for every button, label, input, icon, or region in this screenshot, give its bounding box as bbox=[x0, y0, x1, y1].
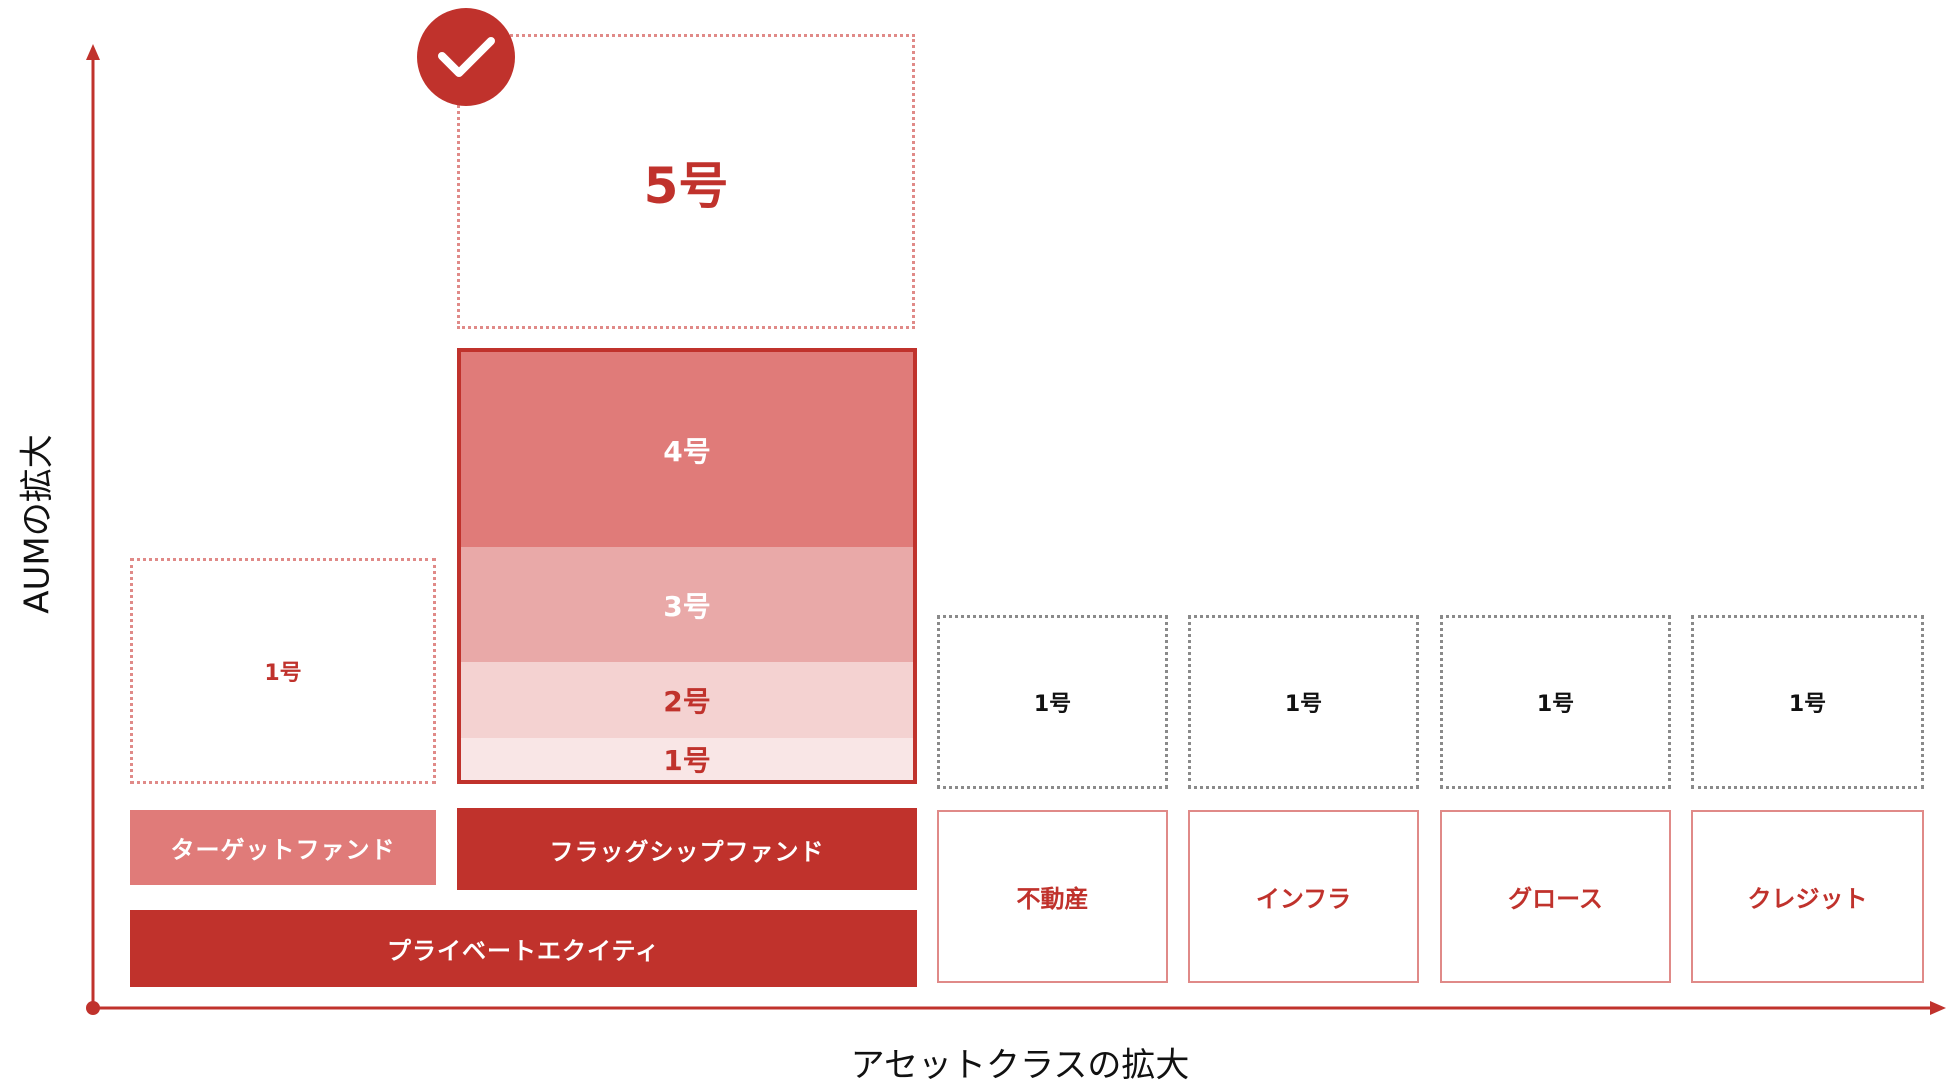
x-axis-arrow-icon bbox=[1930, 1001, 1946, 1015]
flagship-fund-4-label: 4号 bbox=[663, 434, 711, 468]
credit-label: クレジット bbox=[1747, 885, 1868, 913]
target-fund-1-box: 1号 bbox=[130, 558, 436, 784]
flagship-fund-stack: 4号 3号 2号 1号 bbox=[457, 348, 917, 784]
growth-fund-1-box: 1号 bbox=[1440, 615, 1671, 789]
flagship-fund-2-label: 2号 bbox=[663, 685, 711, 718]
flagship-fund-label: フラッグシップファンド bbox=[549, 837, 825, 866]
infrastructure-label: インフラ bbox=[1255, 885, 1352, 913]
target-fund-label: ターゲットファンド bbox=[170, 836, 396, 864]
axis-origin-dot bbox=[86, 1001, 100, 1015]
growth-fund-1-label: 1号 bbox=[1536, 692, 1575, 717]
infrastructure-fund-1-label: 1号 bbox=[1284, 692, 1323, 717]
real-estate-label: 不動産 bbox=[1016, 885, 1089, 913]
growth-label: グロース bbox=[1508, 885, 1603, 913]
private-equity-label-box: プライベートエクイティ bbox=[130, 910, 917, 987]
infrastructure-fund-1-box: 1号 bbox=[1188, 615, 1419, 789]
flagship-fund-3-label: 3号 bbox=[663, 589, 711, 623]
flagship-fund-5-box: 5号 bbox=[457, 34, 915, 329]
check-icon bbox=[438, 37, 495, 77]
flagship-fund-3-block: 3号 bbox=[461, 547, 913, 662]
flagship-fund-4-block: 4号 bbox=[461, 352, 913, 547]
growth-label-box: グロース bbox=[1440, 810, 1671, 983]
real-estate-label-box: 不動産 bbox=[937, 810, 1168, 983]
x-axis-label: アセットクラスの拡大 bbox=[850, 1045, 1190, 1086]
target-fund-1-label: 1号 bbox=[264, 661, 302, 686]
flagship-fund-2-block: 2号 bbox=[461, 662, 913, 738]
real-estate-fund-1-box: 1号 bbox=[937, 615, 1168, 789]
y-axis-label: AUMの拡大 bbox=[17, 434, 58, 614]
target-fund-label-box: ターゲットファンド bbox=[130, 810, 436, 885]
y-axis-arrow-icon bbox=[86, 44, 100, 60]
credit-fund-1-label: 1号 bbox=[1788, 692, 1827, 717]
private-equity-label: プライベートエクイティ bbox=[386, 937, 661, 965]
flagship-fund-1-block: 1号 bbox=[461, 738, 913, 780]
credit-fund-1-box: 1号 bbox=[1691, 615, 1924, 789]
infrastructure-label-box: インフラ bbox=[1188, 810, 1419, 983]
flagship-fund-label-box: フラッグシップファンド bbox=[457, 808, 917, 890]
credit-label-box: クレジット bbox=[1691, 810, 1924, 983]
real-estate-fund-1-label: 1号 bbox=[1033, 692, 1072, 717]
check-badge bbox=[417, 8, 515, 106]
flagship-fund-1-label: 1号 bbox=[663, 744, 711, 777]
flagship-fund-5-label: 5号 bbox=[643, 156, 729, 215]
